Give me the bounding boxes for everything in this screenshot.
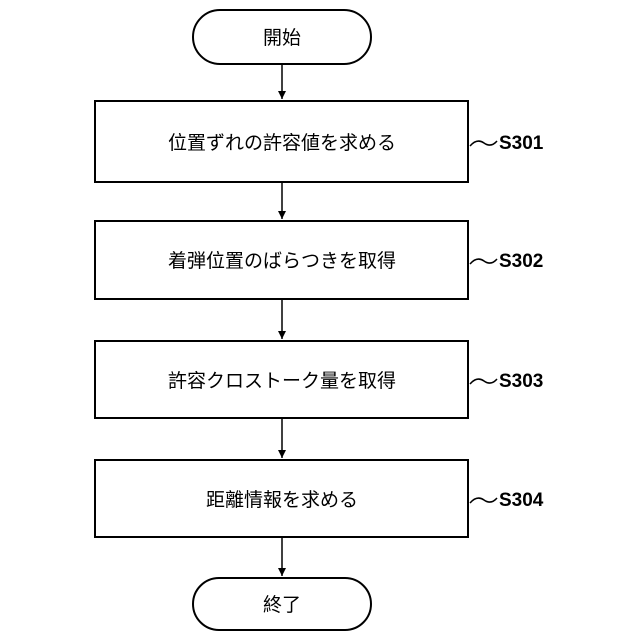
start-terminator: 開始 — [193, 10, 371, 64]
end-terminator: 終了 — [193, 578, 371, 630]
process-label: 位置ずれの許容値を求める — [168, 132, 396, 154]
step-leader-line — [470, 259, 497, 264]
process-label: 着弾位置のばらつきを取得 — [168, 250, 396, 272]
process-step-s304: 距離情報を求める S304 — [95, 460, 544, 537]
step-number: S303 — [499, 371, 543, 392]
step-leader-line — [470, 379, 497, 384]
step-leader-line — [470, 498, 497, 503]
step-leader-line — [470, 141, 497, 146]
process-label: 許容クロストーク量を取得 — [168, 370, 396, 392]
step-number: S301 — [499, 133, 544, 154]
process-step-s303: 許容クロストーク量を取得 S303 — [95, 341, 543, 418]
step-number: S304 — [499, 490, 544, 511]
process-step-s302: 着弾位置のばらつきを取得 S302 — [95, 221, 543, 299]
end-label: 終了 — [263, 594, 301, 616]
start-label: 開始 — [263, 27, 301, 49]
process-label: 距離情報を求める — [206, 489, 358, 511]
step-number: S302 — [499, 251, 543, 272]
process-step-s301: 位置ずれの許容値を求める S301 — [95, 101, 544, 182]
